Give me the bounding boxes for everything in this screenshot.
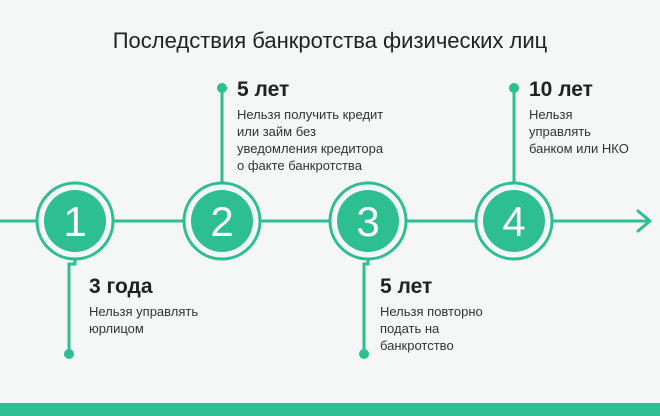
step-circle-4 — [474, 181, 554, 261]
step-title-2: 5 лет — [237, 78, 290, 101]
step-circle-3 — [328, 181, 408, 261]
connector-dot-step-3 — [359, 349, 369, 359]
step-description-2: Нельзя получить кредит или займ без увед… — [237, 107, 384, 173]
step-number-4: 4 — [502, 198, 526, 245]
step-number-1: 1 — [63, 198, 87, 245]
connector-dot-step-4 — [509, 83, 519, 93]
step-title-1: 3 года — [89, 275, 153, 298]
bottom-accent-bar — [0, 403, 660, 416]
connector-dot-step-1 — [64, 349, 74, 359]
connector-step-3 — [362, 252, 370, 354]
step-circle-1 — [35, 181, 115, 261]
step-description-3: Нельзя повторно подать на банкротство — [380, 304, 483, 353]
timeline-arrow-icon — [636, 209, 652, 233]
step-description-4: Нельзя управлять банком или НКО — [529, 107, 629, 156]
step-title-4: 10 лет — [529, 78, 593, 101]
connector-step-1 — [67, 252, 77, 354]
step-circle-2 — [182, 181, 262, 261]
connector-dot-step-2 — [217, 83, 227, 93]
step-description-1: Нельзя управлять юрлицом — [89, 304, 199, 336]
step-number-3: 3 — [356, 198, 380, 245]
step-number-2: 2 — [210, 198, 234, 245]
diagram-title: Последствия банкротства физических лиц — [112, 28, 548, 53]
step-title-3: 5 лет — [380, 275, 433, 298]
